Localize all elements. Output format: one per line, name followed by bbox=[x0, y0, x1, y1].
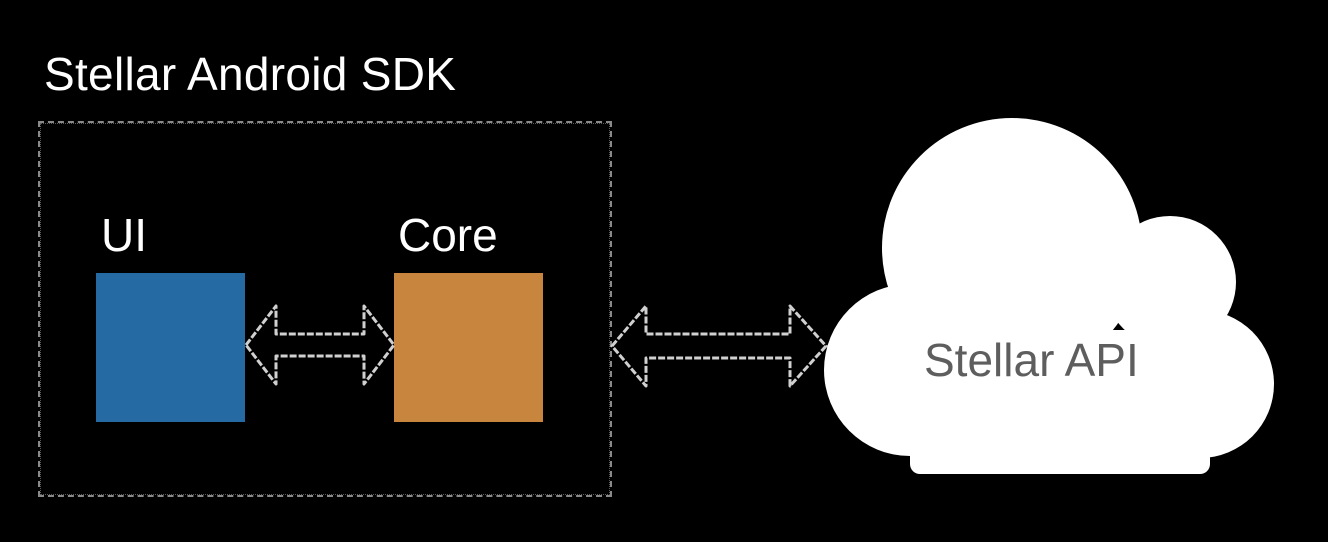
core-module-label: Core bbox=[398, 209, 498, 261]
stellar-api-label: Stellar API bbox=[924, 334, 1139, 386]
sdk-title: Stellar Android SDK bbox=[44, 48, 457, 100]
ui-module-box bbox=[96, 273, 245, 422]
core-module-box bbox=[394, 273, 543, 422]
ui-module-label: UI bbox=[101, 209, 147, 261]
